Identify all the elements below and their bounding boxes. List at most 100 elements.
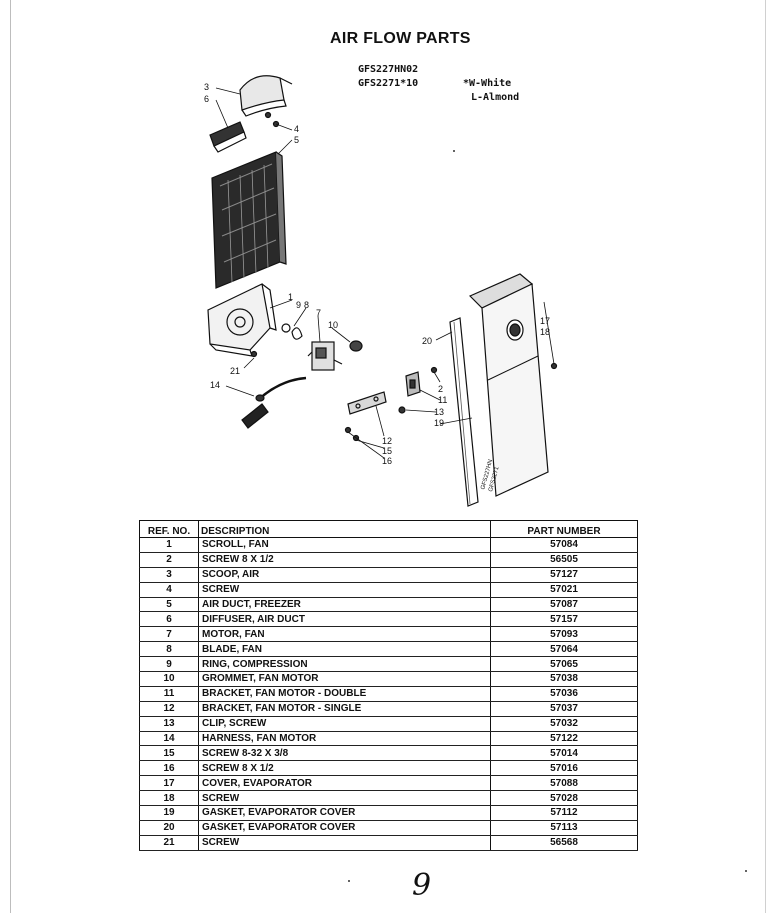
ref-cell: 20 bbox=[139, 820, 199, 836]
description-cell: SCOOP, AIR bbox=[198, 567, 491, 583]
part-number-cell: 57014 bbox=[490, 745, 638, 762]
ref-cell: 4 bbox=[139, 582, 199, 598]
ref-cell: 1 bbox=[139, 537, 199, 553]
ref-cell: 8 bbox=[139, 641, 199, 658]
callout-label: 21 bbox=[230, 366, 240, 376]
callout-label: 14 bbox=[210, 380, 220, 390]
callout-label: 12 bbox=[382, 436, 392, 446]
description-cell: AIR DUCT, FREEZER bbox=[198, 597, 491, 613]
ref-cell: 18 bbox=[139, 790, 199, 807]
color-note-white: *W-White bbox=[463, 78, 512, 89]
ref-cell: 5 bbox=[139, 597, 199, 613]
fan-motor-bracket-part bbox=[344, 366, 438, 442]
description-cell: SCREW 8 X 1/2 bbox=[198, 760, 491, 777]
part-number-cell: 57064 bbox=[490, 641, 638, 658]
part-number-cell: 57127 bbox=[490, 567, 638, 583]
part-number-cell: 57093 bbox=[490, 626, 638, 643]
ref-cell: 16 bbox=[139, 760, 199, 777]
callout-label: 13 bbox=[434, 407, 444, 417]
ref-cell: 13 bbox=[139, 716, 199, 732]
part-number-cell: 57088 bbox=[490, 775, 638, 792]
model-number-2: GFS2271*10 bbox=[358, 78, 419, 89]
ref-cell: 15 bbox=[139, 745, 199, 762]
ref-cell: 17 bbox=[139, 775, 199, 792]
description-cell: BRACKET, FAN MOTOR - DOUBLE bbox=[198, 686, 491, 702]
part-number-cell: 57157 bbox=[490, 611, 638, 628]
ref-cell: 10 bbox=[139, 671, 199, 687]
page-edge-left bbox=[10, 0, 11, 913]
speck bbox=[745, 870, 747, 872]
description-cell: SCREW 8 X 1/2 bbox=[198, 552, 491, 568]
part-number-cell: 57122 bbox=[490, 731, 638, 747]
screw-part bbox=[272, 120, 280, 128]
callout-label: 4 bbox=[294, 124, 299, 134]
part-number-cell: 57065 bbox=[490, 656, 638, 673]
color-note-almond: L-Almond bbox=[471, 92, 520, 103]
column-header-part-number: PART NUMBER bbox=[490, 520, 638, 538]
part-number-cell: 57028 bbox=[490, 790, 638, 807]
description-cell: BRACKET, FAN MOTOR - SINGLE bbox=[198, 701, 491, 717]
callout-label: 2 bbox=[438, 384, 443, 394]
part-number-cell: 56505 bbox=[490, 552, 638, 568]
ref-cell: 11 bbox=[139, 686, 199, 702]
ref-cell: 19 bbox=[139, 805, 199, 821]
column-header-description: DESCRIPTION bbox=[198, 520, 491, 538]
part-number-cell: 57113 bbox=[490, 820, 638, 836]
ref-cell: 14 bbox=[139, 731, 199, 747]
part-number-cell: 57021 bbox=[490, 582, 638, 598]
description-cell: SCREW 8-32 X 3/8 bbox=[198, 745, 491, 762]
part-number-cell: 57038 bbox=[490, 671, 638, 687]
callout-label: 1 bbox=[288, 292, 293, 302]
fan-motor-harness-part bbox=[241, 376, 307, 429]
fan-scroll-part bbox=[207, 283, 277, 357]
part-number-cell: 57032 bbox=[490, 716, 638, 732]
callout-label: 18 bbox=[540, 327, 550, 337]
description-cell: COVER, EVAPORATOR bbox=[198, 775, 491, 792]
page-number: 9 bbox=[412, 868, 432, 903]
callout-label: 3 bbox=[204, 82, 209, 92]
ref-cell: 6 bbox=[139, 611, 199, 628]
callout-label: 5 bbox=[294, 135, 299, 145]
exploded-parts-diagram: GFS2271 GFS227HN 3 6 4 5 1 9 8 7 10 21 1… bbox=[204, 75, 558, 507]
page-title: AIR FLOW PARTS bbox=[330, 30, 471, 47]
part-number-cell: 56568 bbox=[490, 835, 638, 851]
description-cell: GASKET, EVAPORATOR COVER bbox=[198, 820, 491, 836]
part-number-cell: 57112 bbox=[490, 805, 638, 821]
description-cell: SCREW bbox=[198, 790, 491, 807]
callout-label: 6 bbox=[204, 94, 209, 104]
ref-cell: 21 bbox=[139, 835, 199, 851]
ref-cell: 2 bbox=[139, 552, 199, 568]
description-cell: CLIP, SCREW bbox=[198, 716, 491, 732]
callout-label: 15 bbox=[382, 446, 392, 456]
grommet-part bbox=[349, 340, 363, 352]
table-header-row: REF. NO. DESCRIPTION PART NUMBER bbox=[139, 520, 638, 538]
part-number-cell: 57016 bbox=[490, 760, 638, 777]
part-number-cell: 57087 bbox=[490, 597, 638, 613]
air-scoop-part bbox=[239, 75, 293, 117]
callout-label: 10 bbox=[328, 320, 338, 330]
speck bbox=[348, 880, 350, 882]
model-number-1: GFS227HN02 bbox=[358, 64, 419, 75]
description-cell: GASKET, EVAPORATOR COVER bbox=[198, 805, 491, 821]
evaporator-gasket-strip bbox=[449, 317, 479, 507]
fan-motor-part bbox=[281, 323, 343, 371]
